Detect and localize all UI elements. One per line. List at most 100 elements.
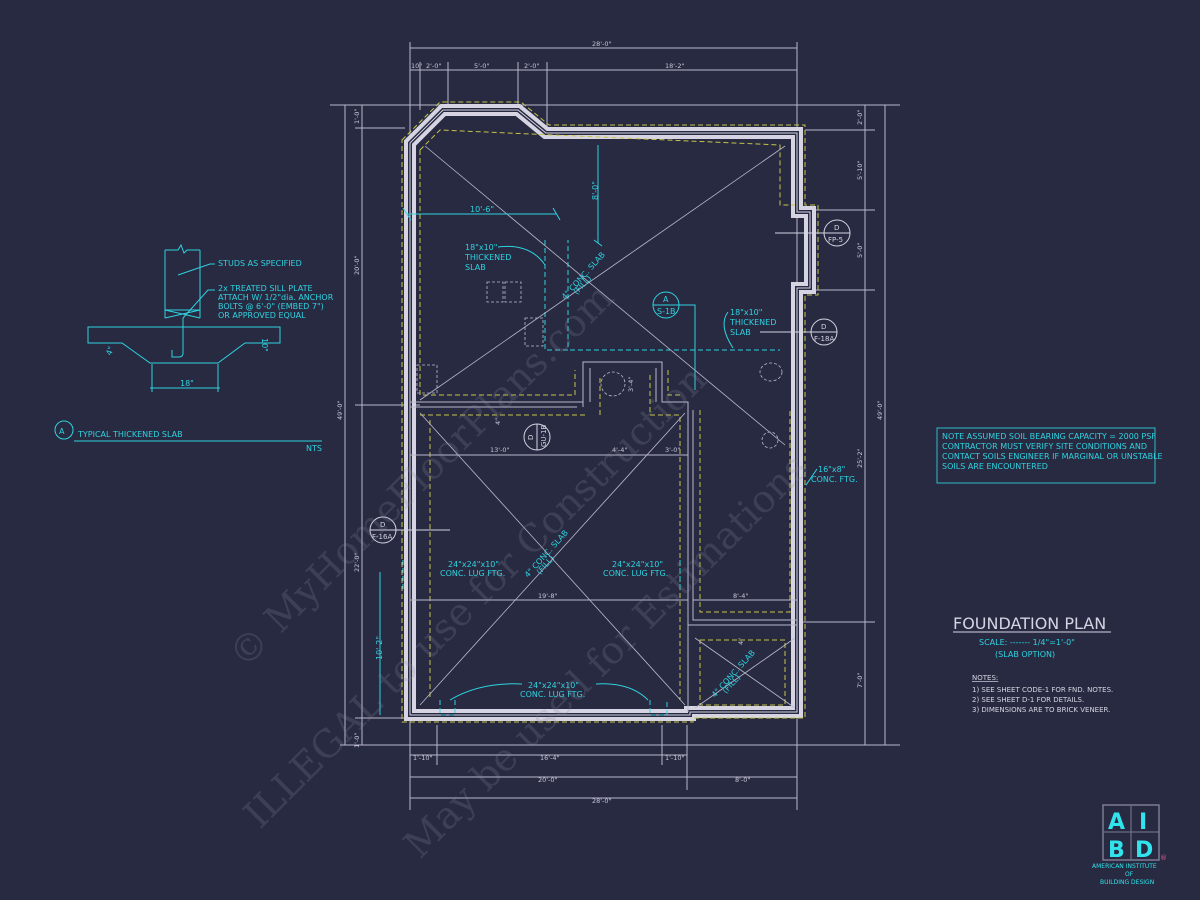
plan_labels-conc_ftg-1-text: CONC. FTG. — [811, 475, 858, 484]
dims-interior-d6-text: 19'-8" — [538, 592, 558, 600]
width-dim — [150, 364, 220, 392]
dims-right_segments-4-text: 7'-0" — [856, 673, 864, 688]
detail-dim_width-text: 18" — [180, 379, 194, 388]
logo-name-0-text: AMERICAN INSTITUTE — [1092, 863, 1157, 870]
title_block-notes-2-text: 3) DIMENSIONS ARE TO BRICK VENEER. — [972, 706, 1110, 714]
section-tag-fp5: D FP-5 — [775, 219, 851, 247]
detail-sill_note-0-text: 2x TREATED SILL PLATE — [218, 284, 313, 293]
pier-pad — [486, 281, 504, 303]
detail-title: TYPICAL THICKENED SLAB — [77, 430, 183, 439]
section_tags-3-top-text: D — [527, 435, 535, 440]
watermarks: © MyHomeFloorPlans.com ILLEGAL to use fo… — [220, 275, 816, 867]
fixture-icon — [761, 431, 779, 449]
dims-right_segments-2-text: 5'-0" — [856, 243, 864, 258]
soil_note-2-text: CONTACT SOILS ENGINEER IF MARGINAL OR UN… — [942, 452, 1163, 461]
logo-letters-3-text: D — [1135, 838, 1153, 863]
dims-interior-d5-text: 3'-0" — [665, 446, 680, 454]
dims-bottom_mid-1-text: 8'-0" — [735, 776, 750, 784]
plan-title: FOUNDATION PLAN — [953, 614, 1106, 633]
section_tags-4-top-text: D — [380, 521, 385, 529]
detail-sill_note-2-text: BOLTS @ 6'-0" (EMBED 7") — [218, 302, 324, 311]
section_tags-0-bottom-text: S-1B — [657, 307, 676, 316]
section-tag-s1b: A S-1B — [652, 291, 696, 390]
water-heater-icon — [600, 371, 626, 397]
plan_labels-lug_ftg-1-text: CONC. LUG FTG. — [520, 690, 585, 699]
pier-pad — [504, 281, 522, 303]
detail-marker-circle — [54, 420, 74, 440]
section-tags: A S-1B D FP-5 D F-18A D GU-1B D F-16A — [369, 219, 851, 544]
dims-right_overall-text: 49'-0" — [876, 400, 884, 420]
soil-bearing-note: NOTE ASSUMED SOIL BEARING CAPACITY = 200… — [936, 427, 1163, 484]
dims-right_segments-3-text: 25'-2" — [856, 448, 864, 468]
leader-sill — [182, 289, 215, 319]
leader-studs — [177, 263, 215, 276]
dims-interior-d4-text: 4'-4" — [612, 446, 627, 454]
watermarks-0-text: © MyHomeFloorPlans.com — [220, 275, 622, 677]
plan_labels-lug_ftg-1-text: CONC. LUG FTG. — [440, 569, 505, 578]
title_block-notes-0-text: 1) SEE SHEET CODE-1 FOR FND. NOTES. — [972, 686, 1113, 694]
plan_labels-thick_slab_2-2-text: SLAB — [730, 328, 751, 337]
dims-interior-d2-text: 8'-0" — [591, 181, 600, 200]
dims-top_segments-3-text: 2'-0" — [524, 62, 539, 70]
plan_labels-thick_slab_1-1-text: THICKENED — [464, 253, 511, 262]
section_tags-1-top-text: D — [834, 224, 839, 232]
section-tag-gu1b: D GU-1B — [523, 423, 551, 451]
dims-interior-d11-text: 4" — [737, 638, 745, 645]
aibd-logo: A I B D ® AMERICAN INSTITUTE OF BUILDING… — [1092, 804, 1167, 886]
plan_labels-lug_ftg-1-text: CONC. LUG FTG. — [603, 569, 668, 578]
dims-interior-d7-text: 8'-4" — [733, 592, 748, 600]
soil_note-1-text: CONTRACTOR MUST VERIFY SITE CONDITIONS A… — [942, 442, 1147, 451]
logo-registered-text: ® — [1160, 854, 1167, 862]
title_block-notes_heading-text: NOTES: — [972, 674, 998, 682]
section-tag-f16a: D F-16A — [369, 516, 450, 544]
section_tags-2-top-text: D — [821, 323, 826, 331]
dims-bottom_segments-2-text: 1'-10" — [665, 754, 685, 762]
detail-marker-text: A — [59, 427, 65, 436]
dims-top_segments-1-text: 2'-0" — [426, 62, 441, 70]
detail-studs_note-text: STUDS AS SPECIFIED — [218, 259, 302, 268]
dims-top_overall-text: 28'-0" — [592, 40, 612, 48]
logo-letters-1-text: I — [1139, 810, 1147, 835]
plan_labels-lug_ftg-0-text: 24"x24"x10" — [528, 681, 579, 690]
plan_labels-thick_slab_2-0-text: 18"x10" — [730, 308, 762, 317]
dims-top_segments-4-text: 18'-2" — [665, 62, 685, 70]
plan_labels-lug_ftg-0-text: 24"x24"x10" — [448, 560, 499, 569]
thickened-slab-detail: 18" 10" 4" STUDS AS SPECIFIED 2x TREATED… — [54, 243, 334, 453]
section_tags-2-bottom-text: F-18A — [814, 335, 834, 343]
dims-left_segments-0-text: 1'-0" — [353, 109, 361, 124]
stud-wall — [164, 243, 201, 318]
dims-left_segments-1-text: 20'-0" — [353, 255, 361, 275]
section_tags-1-bottom-text: FP-5 — [828, 236, 843, 244]
section_tags-0-top-text: A — [663, 295, 669, 304]
title-block: FOUNDATION PLAN SCALE: ------- 1/4"=1'-0… — [953, 614, 1113, 714]
dims-left_segments-3-text: 1'-0" — [353, 733, 361, 748]
detail-dim_slab-text: 4" — [104, 345, 115, 356]
dims-interior-d10-text: 4" — [494, 418, 502, 425]
plan_labels-conc_ftg-0-text: 16"x8" — [818, 465, 845, 474]
title_block-option-text: (SLAB OPTION) — [995, 650, 1055, 659]
dims-left_overall-text: 49'-0" — [336, 400, 344, 420]
plan_labels-thick_slab_1-0-text: 18"x10" — [465, 243, 497, 252]
section_tags-4-bottom-text: F-16A — [372, 533, 392, 541]
dims-interior-d3-text: 13'-0" — [490, 446, 510, 454]
dims-left_segments-2-text: 22'-0" — [353, 552, 361, 572]
logo-letters-0-text: A — [1108, 810, 1125, 835]
dims-bottom_overall-text: 28'-0" — [592, 797, 612, 805]
toilet-icon — [759, 362, 783, 382]
dims-interior-d1-text: 10'-6" — [470, 205, 494, 214]
soil_note-0-text: NOTE ASSUMED SOIL BEARING CAPACITY = 200… — [942, 432, 1156, 441]
logo-letters-2-text: B — [1108, 838, 1125, 863]
pier-pad — [524, 317, 544, 347]
soil_note-3-text: SOILS ARE ENCOUNTERED — [942, 462, 1048, 471]
dims-bottom_segments-1-text: 16'-4" — [540, 754, 560, 762]
logo-name-1-text: OF — [1125, 871, 1134, 878]
detail-dim_depth-text: 10" — [260, 338, 269, 352]
foundation-walls — [401, 101, 819, 723]
detail-scale-text: NTS — [306, 444, 322, 453]
dims-top_segments-0-text: 10" — [411, 62, 422, 70]
section_tags-3-bottom-text: GU-1B — [540, 424, 548, 447]
dims-right_segments-0-text: 2'-0" — [856, 110, 864, 125]
interior-dimensions: 10'-6" 8'-0" 13'-0" 4'-4" 3'-0" 19'-8" 8… — [375, 145, 748, 715]
dims-right_segments-1-text: 5'-10" — [856, 160, 864, 180]
